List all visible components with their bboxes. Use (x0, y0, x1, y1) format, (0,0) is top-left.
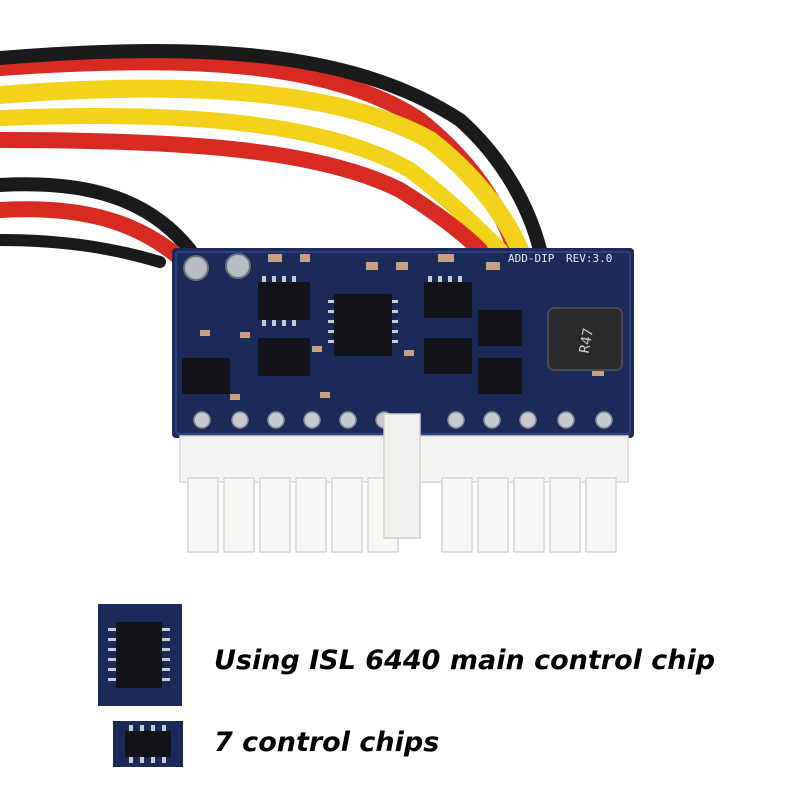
control-chips-caption: 7 control chips (214, 727, 440, 758)
solder-joints (193, 411, 613, 429)
inductor-marking: R47 (577, 327, 597, 355)
wire-bundle (0, 43, 547, 268)
board-revision-label: REV:3.0 (566, 252, 612, 265)
soic-chip-icon (113, 721, 183, 767)
soic-chips (182, 282, 522, 394)
tssop-chip-icon (98, 604, 182, 706)
connector-pins (187, 477, 617, 553)
board-silkscreen-label: ADD-DIP (508, 252, 555, 265)
psu-module-photo: ADD-DIP REV:3.0 R47 (0, 43, 634, 553)
screw-right (225, 253, 251, 279)
main-chip-caption: Using ISL 6440 main control chip (214, 645, 716, 676)
main-control-chip (334, 294, 392, 356)
inductor (547, 307, 623, 371)
connector-latch (383, 413, 421, 539)
screw-left (183, 255, 209, 281)
